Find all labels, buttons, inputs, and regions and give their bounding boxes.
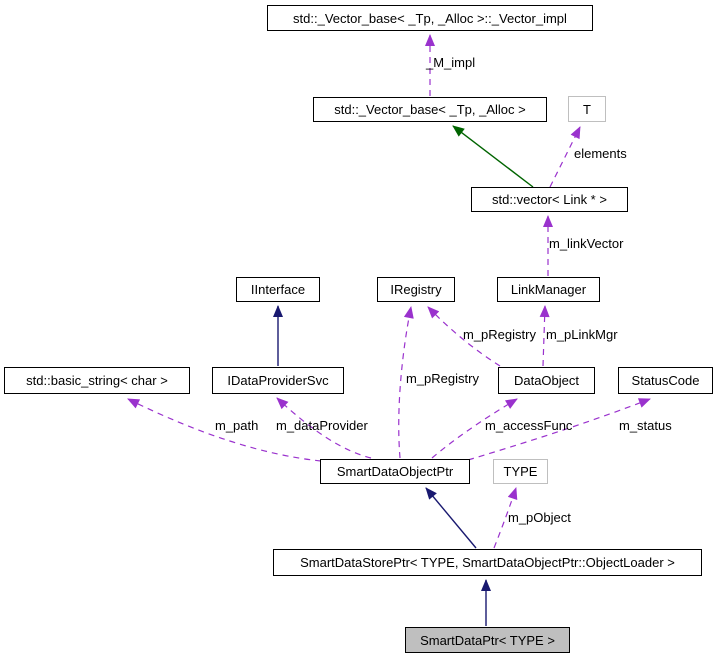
edge-m-pregistry-sp	[398, 306, 414, 459]
edge-m-pregistry-do	[427, 306, 501, 367]
edge-label-m-pregistry-upper: m_pRegistry	[463, 327, 536, 342]
edge-label-m-plinkmgr: m_pLinkMgr	[546, 327, 618, 342]
class-node-basic-string[interactable]: std::basic_string< char >	[4, 367, 190, 394]
class-node-vector-link[interactable]: std::vector< Link * >	[471, 187, 628, 212]
class-node-iregistry[interactable]: IRegistry	[377, 277, 455, 302]
edge-label-m-status: m_status	[619, 418, 672, 433]
class-node-statuscode[interactable]: StatusCode	[618, 367, 713, 394]
class-node-idataprovidersvc[interactable]: IDataProviderSvc	[212, 367, 344, 394]
edge-label-m-impl: _M_impl	[426, 55, 476, 70]
edge-m-status	[467, 398, 651, 461]
class-node-linkmanager[interactable]: LinkManager	[497, 277, 600, 302]
class-node-smartdatastoreptr[interactable]: SmartDataStorePtr< TYPE, SmartDataObject…	[273, 549, 702, 576]
class-node-dataobject[interactable]: DataObject	[498, 367, 595, 394]
edge-label-m-pregistry-lower: m_pRegistry	[406, 371, 479, 386]
edge-m-path	[127, 398, 322, 462]
class-node-smartdataptr-focus: SmartDataPtr< TYPE >	[405, 627, 570, 653]
edge-label-m-dataprovider: m_dataProvider	[276, 418, 368, 433]
edge-m-accessfunc	[431, 398, 518, 459]
edge-m-dataprovider	[276, 397, 372, 459]
template-param-node-type: TYPE	[493, 459, 548, 484]
edge-inherit-store-objectptr	[425, 487, 477, 549]
edge-inherit-vector-vectorbase	[452, 125, 534, 188]
class-node-iinterface[interactable]: IInterface	[236, 277, 320, 302]
edge-label-m-pobject: m_pObject	[508, 510, 571, 525]
edge-label-m-linkvector: m_linkVector	[549, 236, 624, 251]
edge-label-m-path: m_path	[215, 418, 259, 433]
edge-label-elements: elements	[574, 146, 627, 161]
template-param-node-t: T	[568, 96, 606, 122]
edge-m-pobject	[493, 487, 518, 549]
edge-label-m-accessfunc: m_accessFunc	[485, 418, 573, 433]
edge-elements	[549, 126, 581, 188]
class-node-vector-impl[interactable]: std::_Vector_base< _Tp, _Alloc >::_Vecto…	[267, 5, 593, 31]
class-node-smartdataobjectptr[interactable]: SmartDataObjectPtr	[320, 459, 470, 484]
edge-m-plinkmgr	[539, 305, 550, 367]
class-node-vector-base[interactable]: std::_Vector_base< _Tp, _Alloc >	[313, 97, 547, 122]
